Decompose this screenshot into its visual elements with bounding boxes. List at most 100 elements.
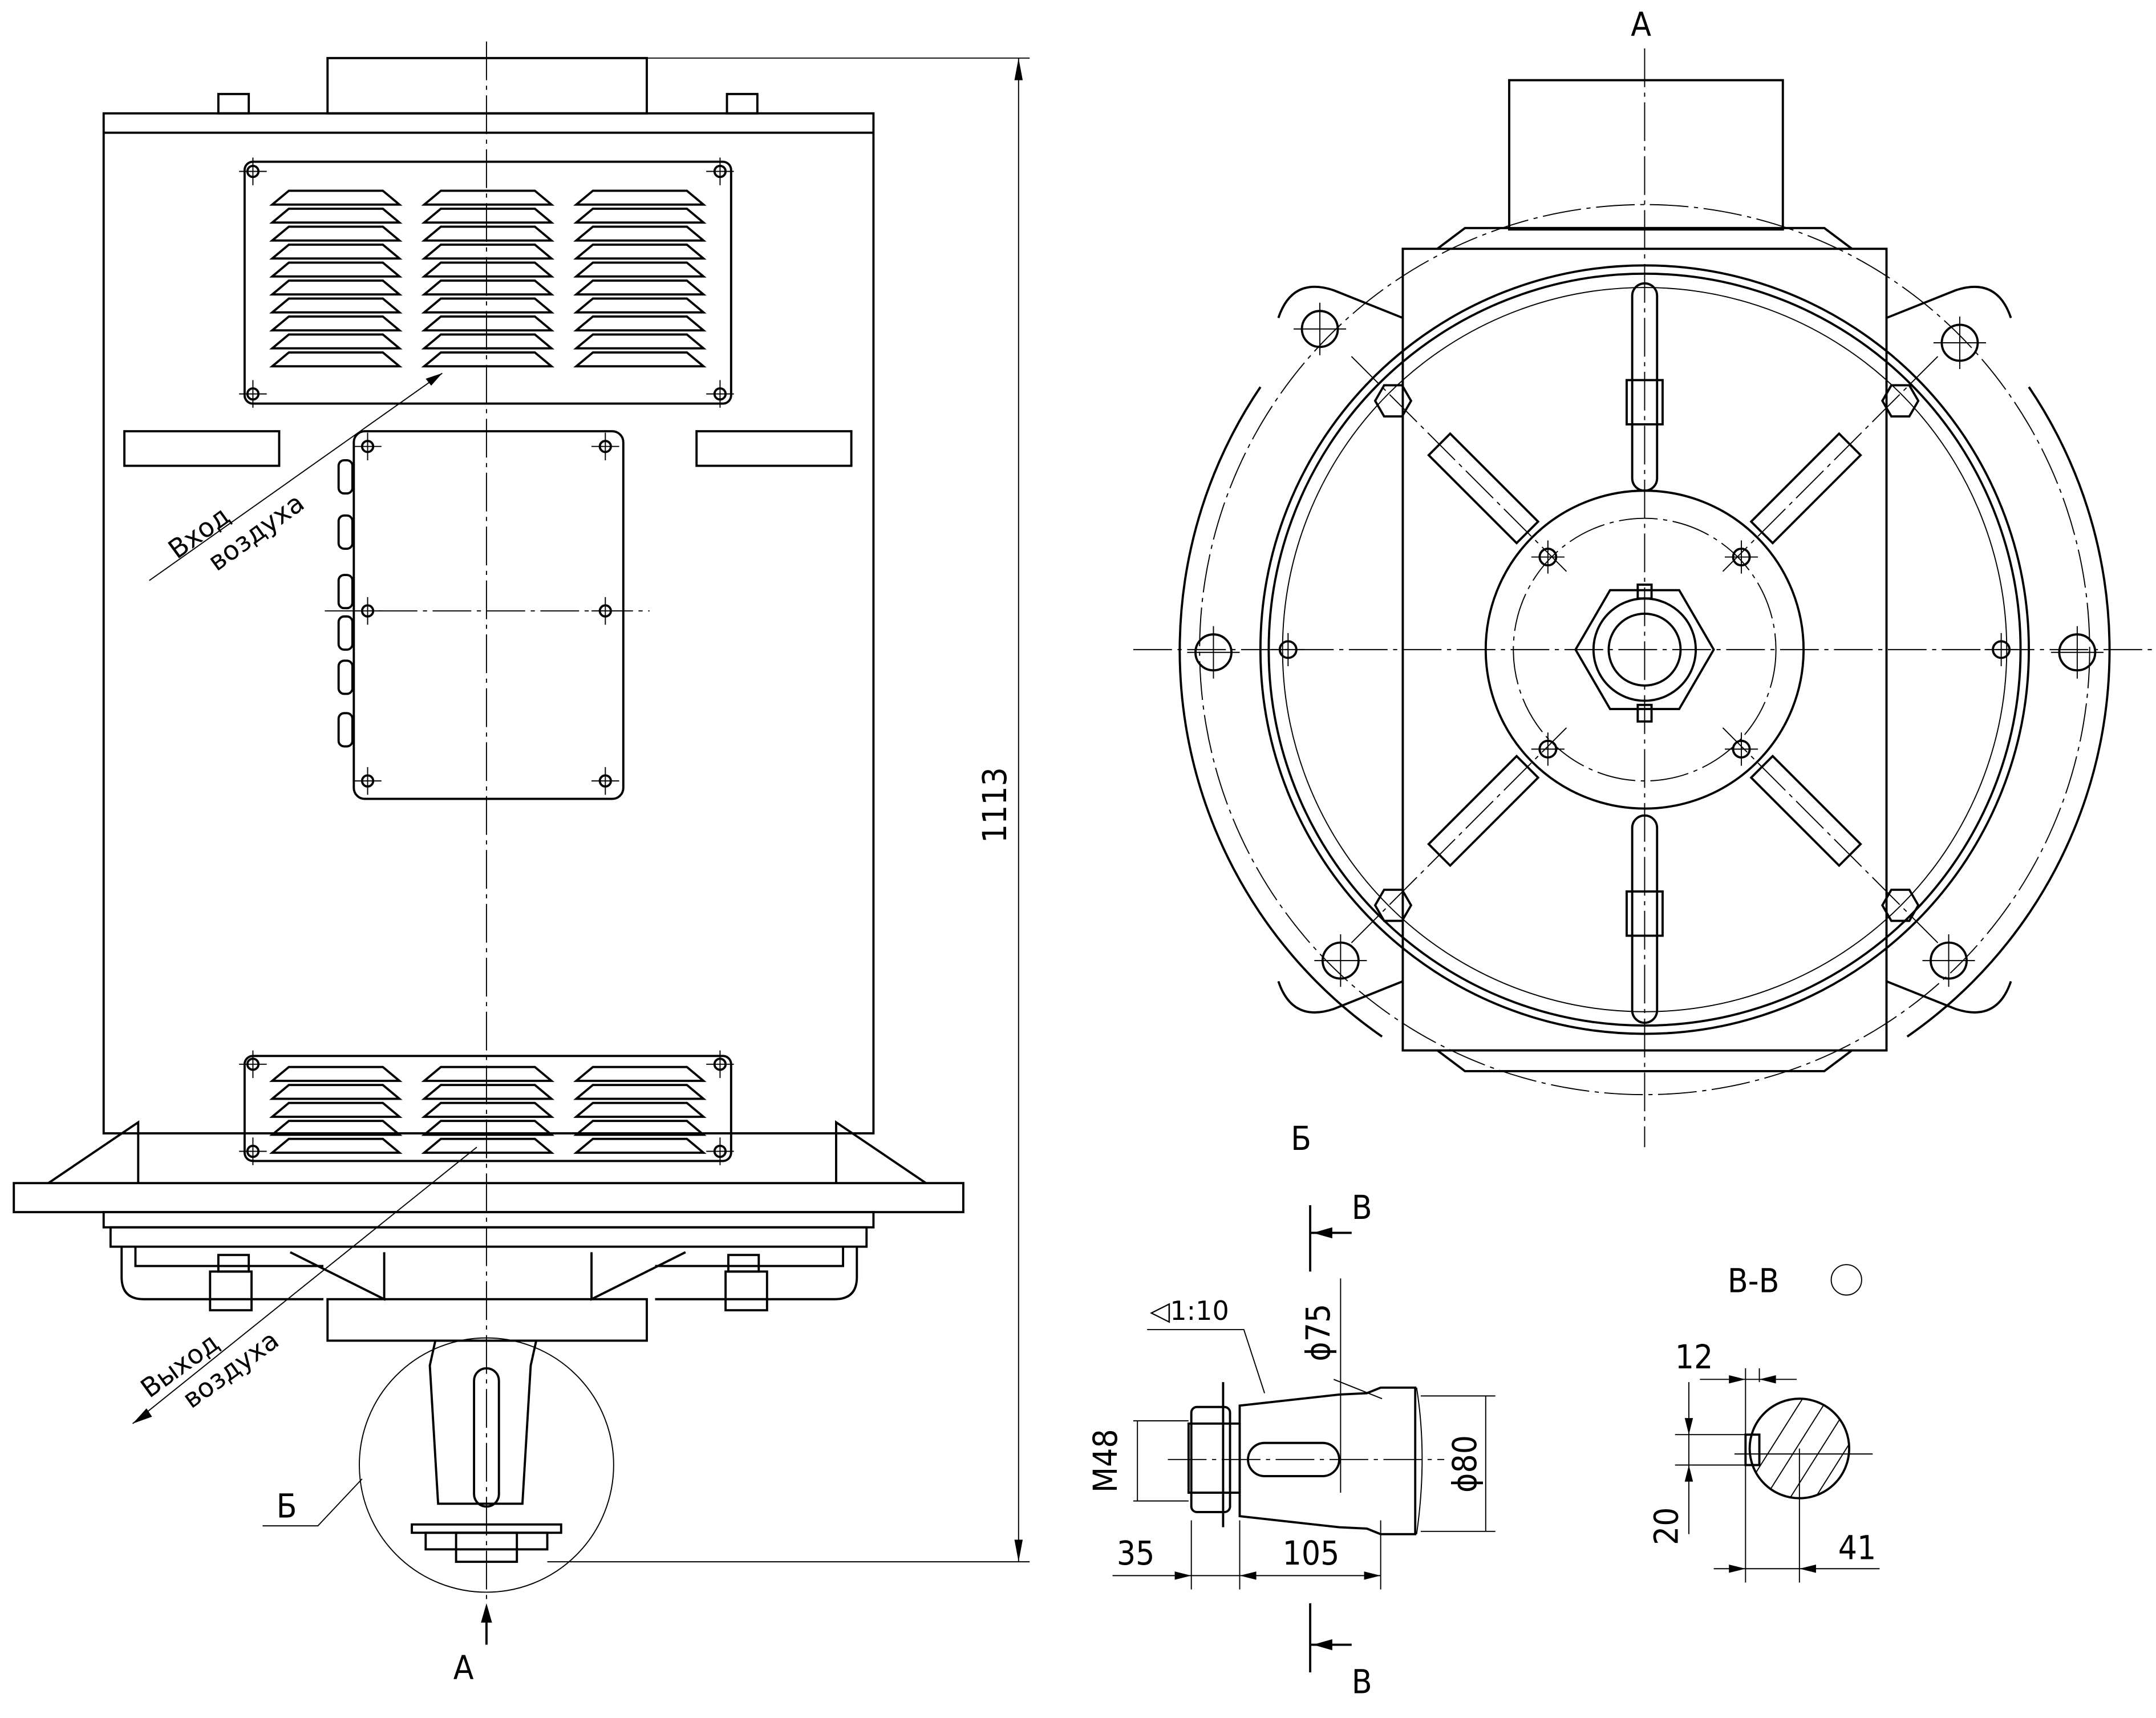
louver xyxy=(269,1084,403,1100)
terminal-box xyxy=(1508,79,1784,231)
detail-callout-label: Б xyxy=(277,1487,297,1526)
view-a-arrow-label: А xyxy=(453,1648,474,1687)
louver xyxy=(269,279,403,296)
length-105-dim: 105 xyxy=(1283,1534,1340,1573)
louver xyxy=(573,225,707,242)
spoke-nut xyxy=(1626,379,1664,426)
louver xyxy=(269,1101,403,1118)
louver xyxy=(421,244,555,260)
louver xyxy=(421,1065,555,1082)
diagonal-rib xyxy=(1351,356,1567,572)
bolt-centerline xyxy=(591,432,619,460)
bolt-centerline xyxy=(354,597,382,625)
bolt-centerline xyxy=(1187,626,1240,679)
louver xyxy=(573,208,707,224)
slot-right xyxy=(695,430,853,467)
louver xyxy=(573,244,707,260)
louver xyxy=(421,225,555,242)
key-width-dim: 12 xyxy=(1675,1338,1713,1376)
bolt-centerline xyxy=(354,767,382,795)
louver xyxy=(421,315,555,332)
bolt-centerline xyxy=(591,597,619,625)
coupling-nut xyxy=(724,1270,768,1312)
louver xyxy=(421,297,555,314)
lower-air-grille xyxy=(243,1055,732,1162)
keyway xyxy=(473,1367,500,1508)
louver xyxy=(269,1065,403,1082)
louver xyxy=(573,1101,707,1118)
louver xyxy=(269,261,403,278)
bolt-centerline xyxy=(706,1050,734,1079)
shield-bolt xyxy=(1881,384,1920,418)
cable-gland xyxy=(337,615,354,651)
bolt-centerline xyxy=(1984,633,2018,666)
shaft-nut xyxy=(1574,589,1715,711)
louver xyxy=(269,1120,403,1136)
louver xyxy=(421,1120,555,1136)
shield-bolt xyxy=(1373,384,1413,418)
bolt-centerline xyxy=(239,1050,267,1079)
detail-view-b: Б В В M48 ϕ80 ϕ75 ◁1:10 35 105 xyxy=(1086,1119,1496,1701)
thread-dim: M48 xyxy=(1086,1429,1125,1493)
shield-bolt xyxy=(1881,888,1920,922)
louver xyxy=(421,1084,555,1100)
upper-air-grille xyxy=(243,160,732,405)
louver xyxy=(421,1137,555,1154)
section-title: В-В xyxy=(1728,1262,1780,1300)
key-section xyxy=(1744,1433,1761,1466)
cable-gland xyxy=(337,459,354,495)
bolt-centerline xyxy=(1314,934,1367,987)
lower-flange xyxy=(326,1298,648,1342)
louver xyxy=(573,315,707,332)
louver xyxy=(573,297,707,314)
end-shield xyxy=(1259,264,2031,1035)
end-view-a: А xyxy=(1133,5,2156,1148)
height-dimension: 1113 xyxy=(975,767,1014,843)
louver xyxy=(573,189,707,206)
lifting-bolt xyxy=(726,92,759,115)
upper-louvers xyxy=(269,189,707,368)
foot-bracket-left xyxy=(47,1120,140,1184)
louver xyxy=(269,297,403,314)
louver xyxy=(573,351,707,368)
taper-shaft xyxy=(1238,1386,1417,1535)
bolt-centerline xyxy=(1271,633,1305,666)
louver xyxy=(421,333,555,350)
section-mark-bottom: В xyxy=(1352,1662,1372,1701)
louver xyxy=(269,1137,403,1154)
cable-gland xyxy=(337,712,354,748)
louver xyxy=(573,279,707,296)
louver xyxy=(269,208,403,224)
bolt-centerline xyxy=(239,157,267,185)
rotated-view-icon xyxy=(1830,1264,1862,1296)
louver xyxy=(421,261,555,278)
shaft xyxy=(1607,612,1682,687)
shield-bolt xyxy=(1373,888,1413,922)
shaft-dim-41: 41 xyxy=(1838,1528,1877,1567)
louver xyxy=(573,261,707,278)
louver xyxy=(421,1101,555,1118)
bolt-centerline xyxy=(354,432,382,460)
spoke-bottom xyxy=(1631,814,1659,1024)
louver xyxy=(573,333,707,350)
bolt-centerline xyxy=(706,157,734,185)
bolt-centerline xyxy=(706,380,734,408)
detail-title: Б xyxy=(1291,1119,1311,1158)
cable-gland xyxy=(337,574,354,610)
main-view: Б А 1113 Вход воздуха Выход воздуха xyxy=(13,41,1030,1687)
louver xyxy=(269,351,403,368)
louver xyxy=(421,189,555,206)
louver xyxy=(269,225,403,242)
cover-bolts xyxy=(239,157,734,1165)
louver xyxy=(421,208,555,224)
coupling-nut xyxy=(209,1270,253,1312)
lifting-bolt xyxy=(217,92,250,115)
diagonal-rib xyxy=(1722,356,1939,572)
bolt-centerline xyxy=(591,767,619,795)
key-top xyxy=(1636,584,1653,600)
key-bottom xyxy=(1636,703,1653,723)
bolt-centerline xyxy=(1933,316,1986,370)
frame xyxy=(1401,248,1888,1052)
